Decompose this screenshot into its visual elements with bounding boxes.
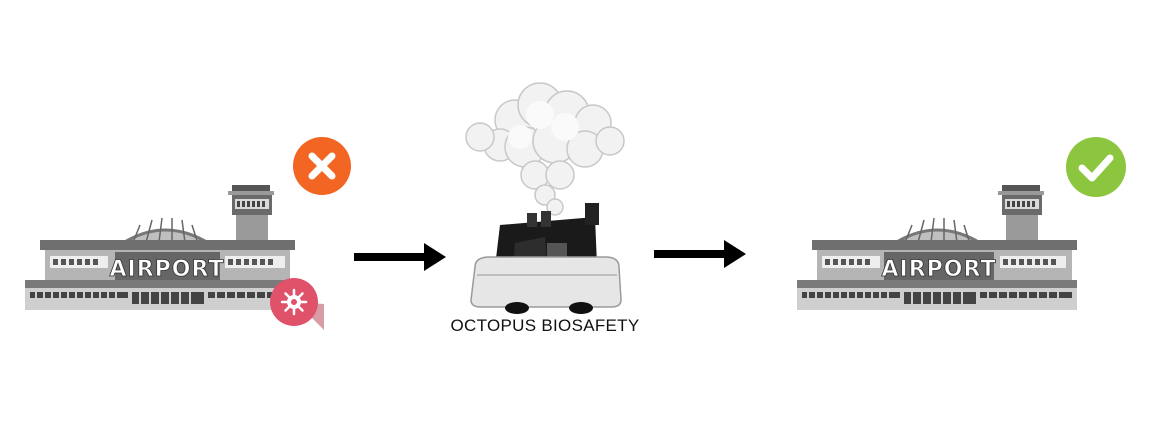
- arrow-right-icon: [654, 240, 746, 268]
- close-icon: [293, 137, 351, 195]
- octopus-robot-image: [465, 82, 625, 314]
- airport-building-left: AIRPORT: [25, 185, 295, 310]
- airport-sign-left: AIRPORT: [110, 257, 225, 282]
- arrow-right-icon: [354, 243, 446, 271]
- check-icon: [1066, 137, 1126, 197]
- virus-icon: [270, 278, 324, 330]
- robot-caption: OCTOPUS BIOSAFETY: [450, 316, 640, 335]
- airport-building-right: AIRPORT: [797, 185, 1077, 310]
- airport-sign-right: AIRPORT: [882, 257, 997, 282]
